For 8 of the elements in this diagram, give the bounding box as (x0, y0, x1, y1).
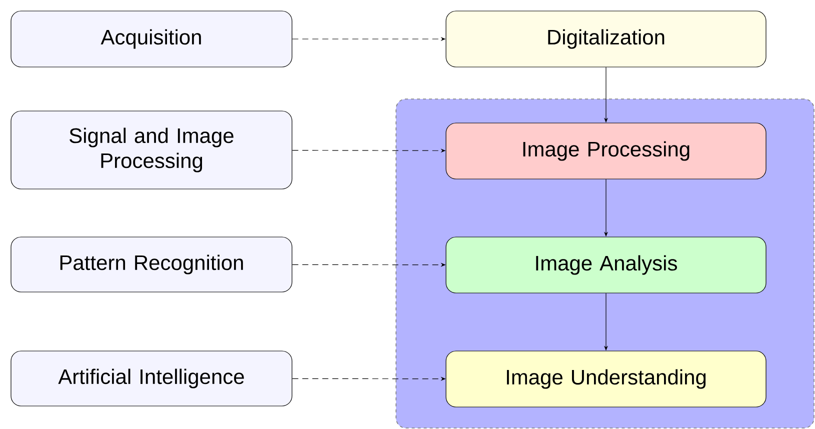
process-box: Image Understanding (446, 350, 766, 408)
process-box: Image Analysis (446, 236, 766, 294)
process-box: Digitalization (446, 10, 766, 68)
process-box: Signal and Image Processing (10, 110, 292, 190)
process-box: Artificial Intelligence (10, 350, 292, 406)
process-box: Image Processing (446, 122, 766, 180)
process-box: Acquisition (10, 10, 292, 68)
process-box: Pattern Recognition (10, 236, 292, 292)
